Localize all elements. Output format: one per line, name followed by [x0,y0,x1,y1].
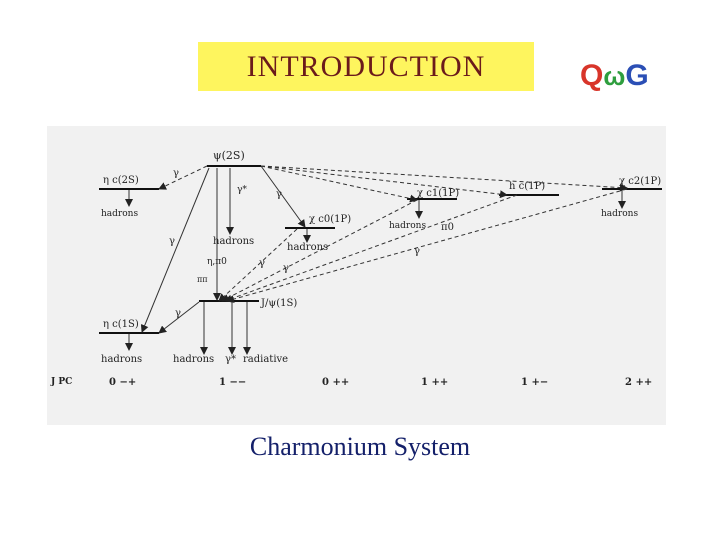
qwg-logo: QωG [580,58,660,94]
trans-psi2s-chic1 [260,165,418,203]
label-gamma-2: γ [276,189,282,200]
trans-hc-jpsi [224,194,518,303]
label-jpsi: J/ψ(1S) [260,298,297,309]
logo-letter-q: Q [580,59,604,92]
page-title: INTRODUCTION [246,49,486,83]
label-etac2s: η c(2S) [103,175,139,186]
trans-psi2s-chic2 [260,165,628,192]
trans-chic2-jpsi [226,188,628,303]
label-psi2s: ψ(2S) [213,149,245,162]
label-eta-pi0: η,π0 [207,257,227,267]
label-hc: h c(1P) [509,181,545,192]
charmonium-svg: ψ(2S) η c(2S) χ c1(1P) h c(1P) χ c2(1P) … [50,149,662,388]
label-hadrons-7: hadrons [173,354,214,365]
jpc-value-3: 1 ++ [421,377,448,388]
label-gamma-1: γ [173,168,179,179]
label-hadrons-6: hadrons [101,354,142,365]
label-gamma-4: γ [259,258,265,269]
label-etac1s: η c(1S) [103,319,139,330]
label-hadrons-4: hadrons [389,221,426,231]
label-gammastar-1: γ* [237,185,247,195]
label-gammastar-2: γ* [225,354,236,365]
label-radiative: radiative [243,354,288,365]
label-hadrons-1: hadrons [101,209,138,219]
label-hadrons-3: hadrons [287,242,328,253]
jpc-value-5: 2 ++ [625,377,652,388]
jpc-axis-label: J PC [50,377,72,387]
charmonium-diagram: ψ(2S) η c(2S) χ c1(1P) h c(1P) χ c2(1P) … [47,126,666,425]
jpc-value-4: 1 +− [521,377,548,388]
diagram-caption: Charmonium System [249,432,471,461]
logo-letter-g: G [625,59,649,92]
label-hadrons-5: hadrons [601,209,638,219]
label-chic1: χ c1(1P) [417,188,459,199]
title-banner: INTRODUCTION [198,42,534,91]
label-gamma-5: γ [283,263,289,274]
label-chic0: χ c0(1P) [309,214,351,225]
trans-psi2s-etac2s [158,165,208,190]
jpc-value-1: 1 −− [219,377,246,388]
label-gamma-3: γ [169,236,175,247]
trans-chic1-jpsi [221,199,418,302]
trans-chic0-jpsi [218,228,298,302]
jpc-value-2: 0 ++ [322,377,349,388]
trans-psi2s-hc [260,165,508,199]
label-chic2: χ c2(1P) [619,176,661,187]
logo-letter-omega: ω [603,61,626,91]
label-hadrons-2: hadrons [213,236,254,247]
label-gamma-7: γ [175,308,181,319]
label-pi-pi: ππ [197,275,208,284]
label-gamma-6: γ [414,246,420,257]
trans-psi2s-etac1s [140,167,210,333]
trans-jpsi-etac1s [158,301,200,334]
label-pi0: π0 [441,222,454,233]
trans-psi2s-chic0 [260,165,306,228]
jpc-value-0: 0 −+ [109,377,136,388]
